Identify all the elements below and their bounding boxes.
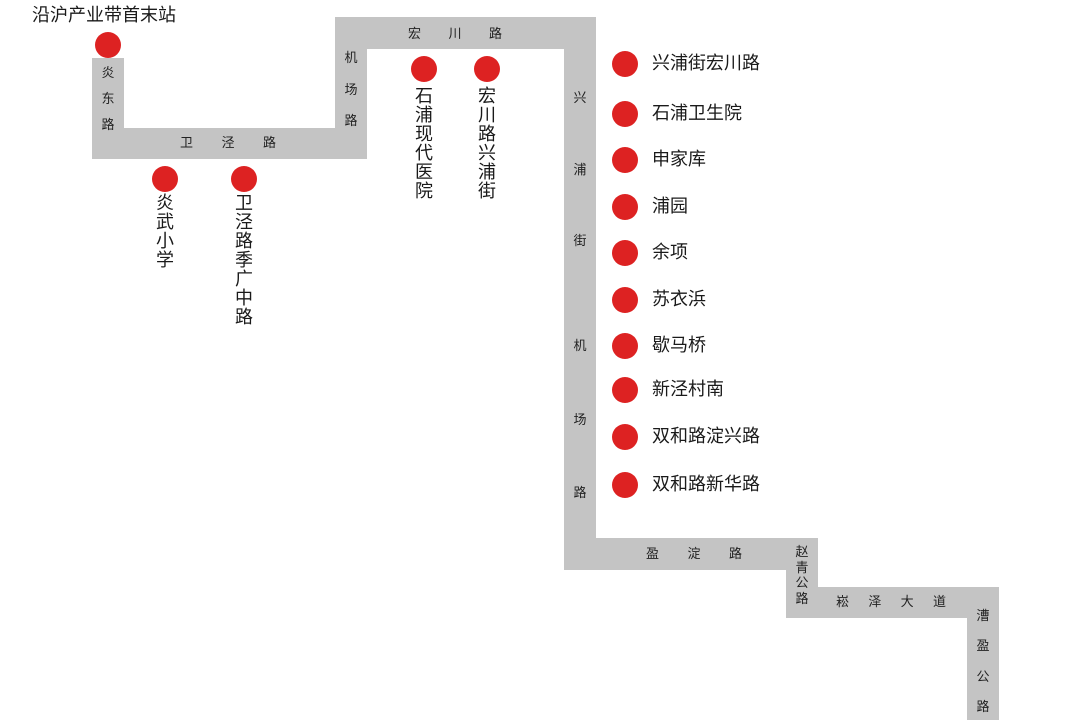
route-segment-hongchuan-road [335,17,596,49]
stop-marker-xinjingcun-nan [612,377,638,403]
stop-label-xinjingcun-nan: 新泾村南 [652,379,724,400]
road-label-zhaoqing: 赵青公路 [795,545,809,607]
stop-label-xingpu-hongchuan: 兴浦街宏川路 [652,53,760,74]
stop-label-weijing-jiguang: 卫泾路季广中路 [235,193,253,328]
terminal-label: 沿沪产业带首末站 [32,5,176,26]
stop-label-shenjiaku: 申家库 [652,149,706,170]
stop-marker-yanwu [152,166,178,192]
stop-marker-puyuan [612,194,638,220]
route-segment-xingpu-jichang [564,17,596,570]
road-label-jichang-upper: 机场路 [344,51,358,129]
road-label-hongchuan: 宏川路 [408,27,502,42]
route-segment-yingdian-road [564,538,818,570]
route-segment-caoying-road [967,587,999,720]
stop-label-shuanghe-xinhua: 双和路新华路 [652,474,760,495]
stop-label-shuanghe-dianxing: 双和路淀兴路 [652,426,760,447]
road-label-yandong: 炎东路 [101,66,115,133]
route-segment-weijing-road [92,128,367,159]
stop-marker-weijing-jiguang [231,166,257,192]
stop-label-shipu-hospital: 石浦现代医院 [415,86,433,202]
stop-label-suyibang: 苏衣浜 [652,289,706,310]
stop-marker-hongchuan-xingpu [474,56,500,82]
road-label-jichang-lower: 机场路 [573,339,587,501]
stop-marker-shuanghe-dianxing [612,424,638,450]
stop-label-hongchuan-xingpu: 宏川路兴浦街 [478,86,496,202]
stop-label-yuxiang: 余项 [652,242,688,263]
road-label-yingdian: 盈淀路 [646,547,742,562]
road-label-caoying: 漕盈公路 [976,609,990,715]
stop-marker-yuxiang [612,240,638,266]
stop-label-shipu-health: 石浦卫生院 [652,103,742,124]
stop-marker-suyibang [612,287,638,313]
stop-marker-shipu-hospital [411,56,437,82]
stop-label-xiemaqiao: 歇马桥 [652,335,706,356]
stop-label-puyuan: 浦园 [652,196,688,217]
stop-marker-shuanghe-xinhua [612,472,638,498]
route-segment-songze-avenue [786,587,999,618]
stop-marker-xingpu-hongchuan [612,51,638,77]
road-label-weijing: 卫泾路 [180,136,276,151]
road-label-xingpu: 兴浦街 [573,91,587,249]
stop-marker-terminal [95,32,121,58]
road-label-songze: 崧泽大道 [836,595,946,610]
stop-marker-xiemaqiao [612,333,638,359]
stop-label-yanwu: 炎武小学 [156,193,174,271]
stop-marker-shenjiaku [612,147,638,173]
stop-marker-shipu-health [612,101,638,127]
